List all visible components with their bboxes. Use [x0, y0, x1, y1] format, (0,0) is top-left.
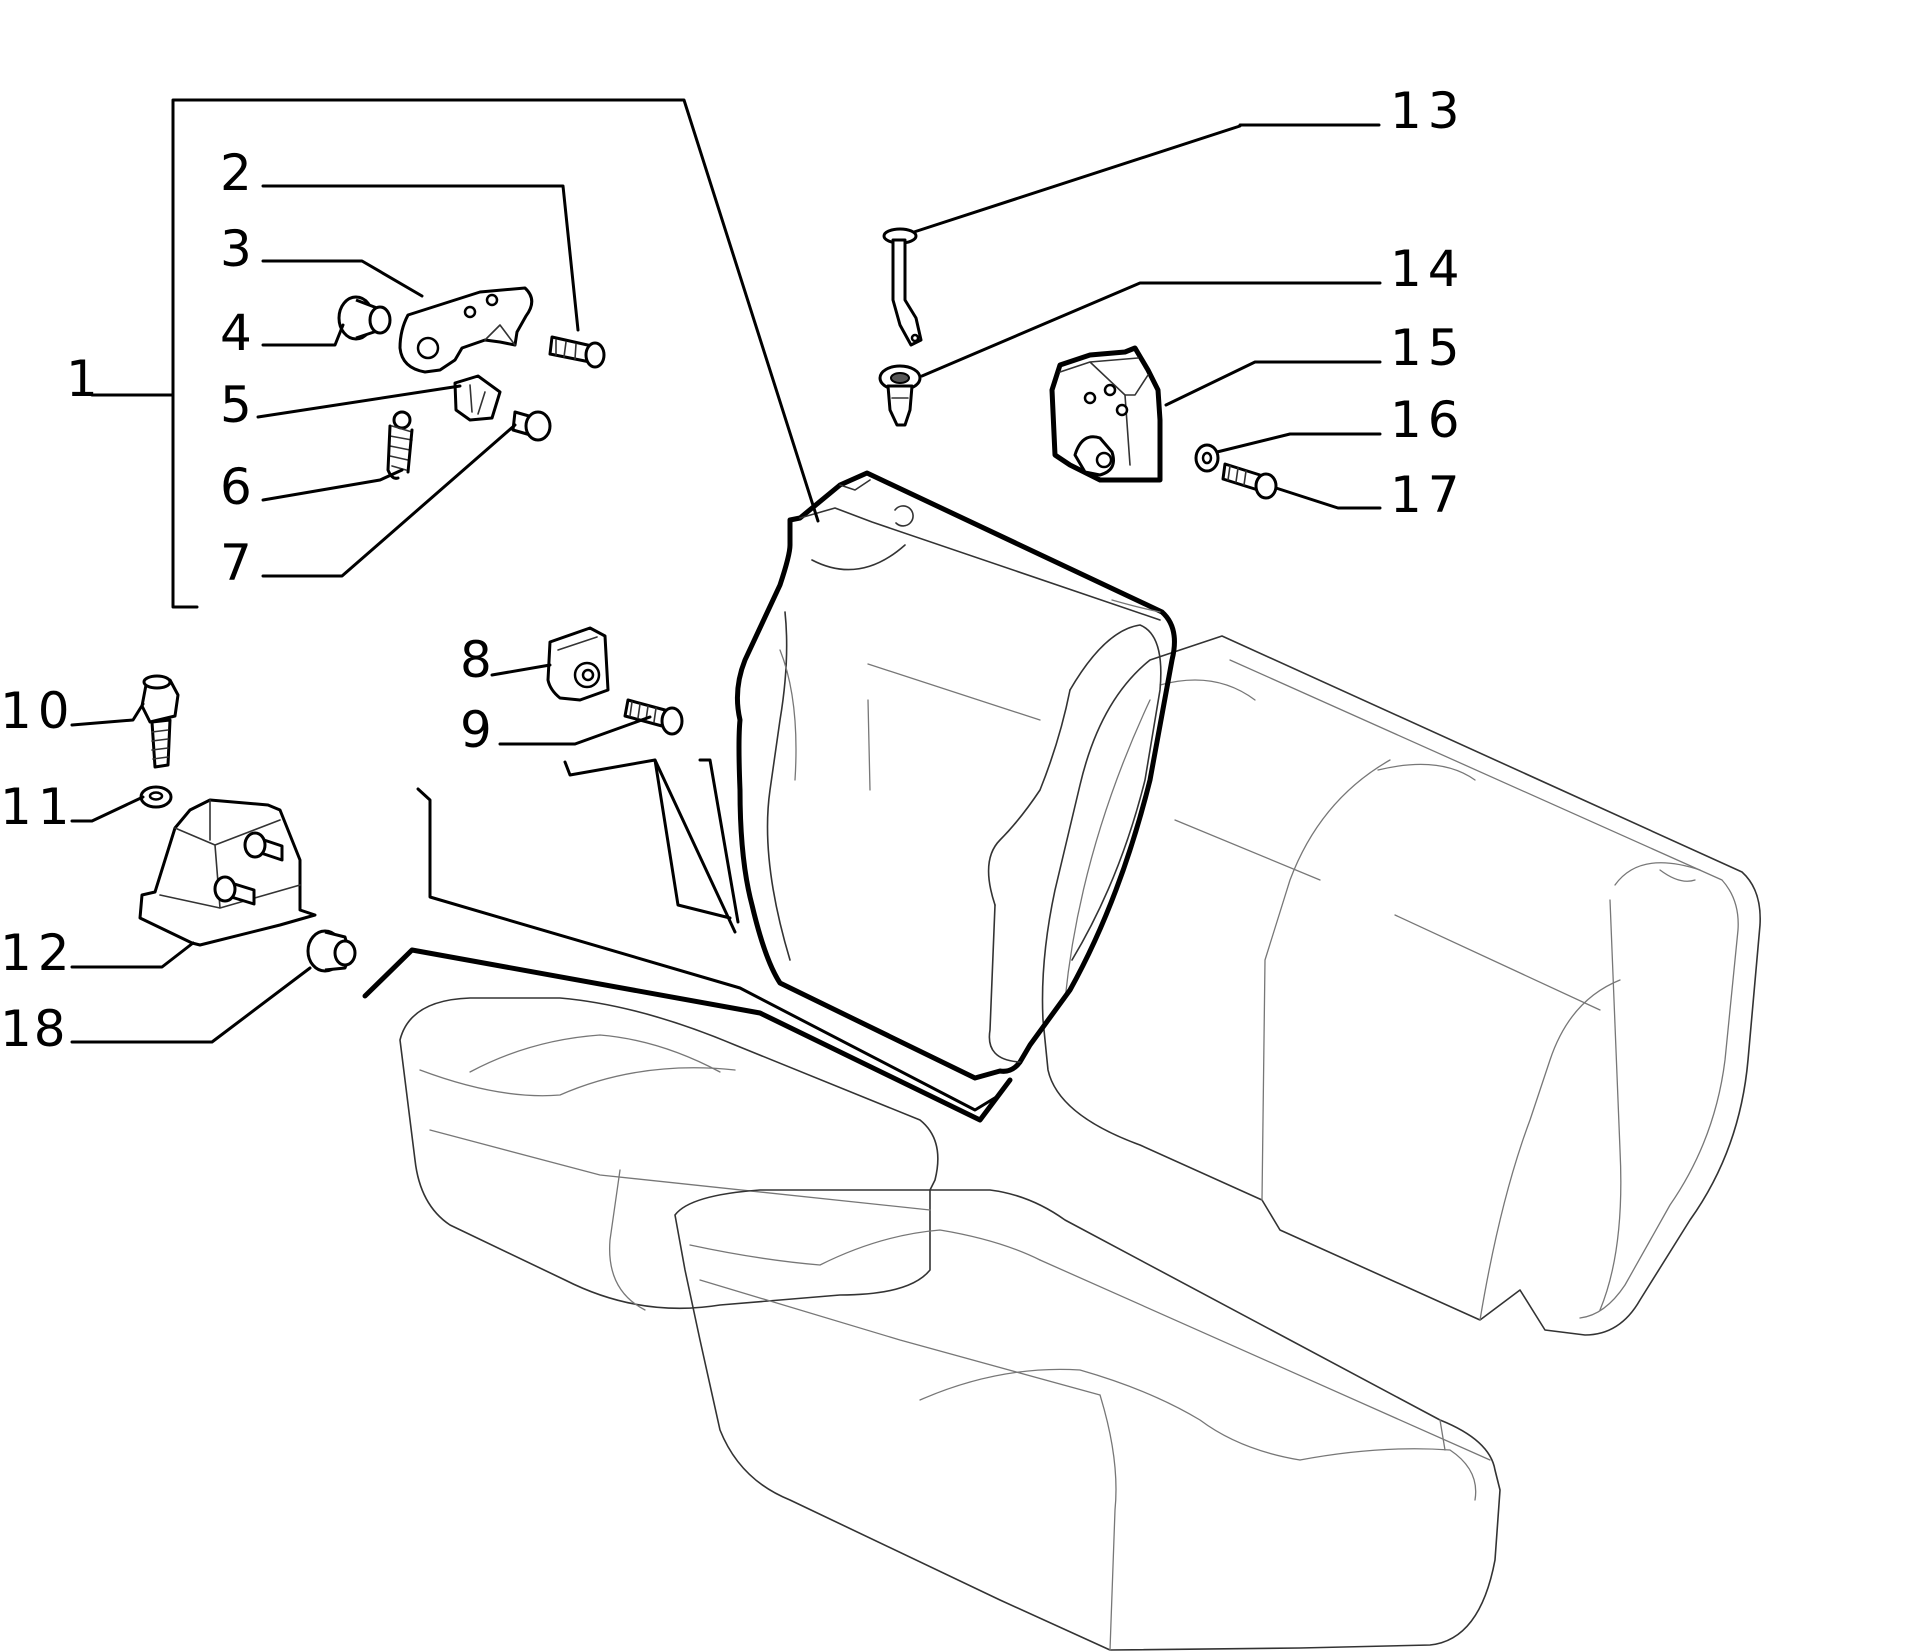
- lever-bracket-part-3: [398, 286, 534, 374]
- backrest-panel: [734, 470, 1177, 1081]
- callout-3: 3: [220, 220, 258, 278]
- callout-10: 10: [0, 682, 76, 740]
- nut-part-18: [306, 929, 357, 973]
- callout-7: 7: [220, 534, 258, 592]
- callout-1: 1: [66, 350, 104, 408]
- hinge-bracket-part-12: [138, 798, 317, 947]
- rod-part-13: [882, 227, 923, 347]
- bolt-part-17: [1221, 462, 1278, 500]
- screw-part-2: [548, 335, 606, 369]
- bolt-part-10: [140, 674, 180, 769]
- callout-11: 11: [0, 778, 76, 836]
- callout-9: 9: [460, 701, 498, 759]
- assembly-leader-lines: [362, 758, 1013, 1123]
- callout-6: 6: [220, 458, 258, 516]
- callout-16: 16: [1390, 391, 1466, 449]
- spring-part-6: [386, 410, 414, 480]
- callout-18: 18: [0, 1000, 68, 1058]
- cover-part-8: [546, 626, 610, 702]
- callout-5: 5: [220, 376, 258, 434]
- bolt-part-9: [623, 698, 684, 736]
- callout-15: 15: [1390, 319, 1466, 377]
- pin-part-7: [511, 410, 552, 442]
- washer-part-11: [139, 785, 173, 809]
- callout-4: 4: [220, 304, 258, 362]
- callout-17: 17: [1390, 466, 1466, 524]
- callout-14: 14: [1390, 240, 1466, 298]
- hinge-part-15: [1049, 345, 1163, 483]
- clip-part-5: [453, 374, 502, 422]
- cap-part-4: [337, 295, 392, 341]
- callout-labels: 1 2 3 4 5 6 7 8 9 10 11 12 18 13 14 15 1…: [0, 82, 1466, 1058]
- callout-13: 13: [1390, 82, 1466, 140]
- callout-12: 12: [0, 924, 76, 982]
- grommet-part-14: [878, 364, 922, 427]
- washer-part-16: [1194, 443, 1220, 473]
- callout-8: 8: [460, 631, 498, 689]
- callout-leader-lines: [70, 98, 1382, 1044]
- rear-bench-seat-outline: [399, 635, 1761, 1651]
- callout-2: 2: [220, 144, 258, 202]
